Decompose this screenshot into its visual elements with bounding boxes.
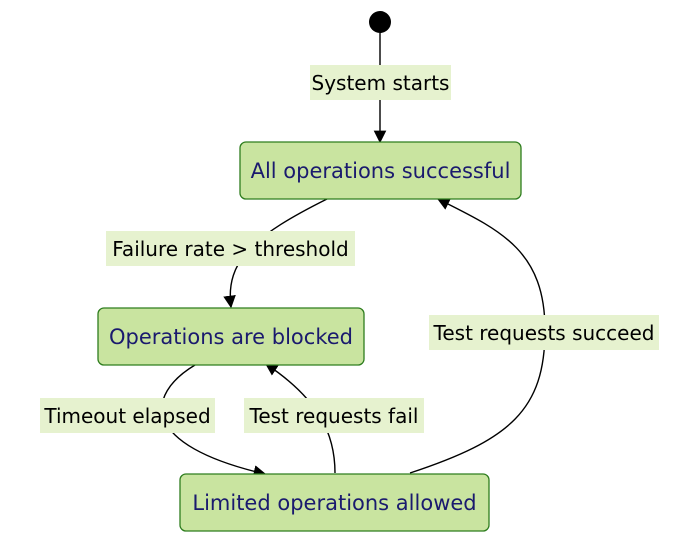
state-closed: All operations successful (239, 141, 522, 200)
state-half-open: Limited operations allowed (179, 473, 490, 532)
transition-label-failure: Failure rate > threshold (106, 231, 355, 266)
transition-label-timeout: Timeout elapsed (40, 398, 215, 433)
state-label-half-open: Limited operations allowed (192, 491, 476, 515)
transition-text-timeout: Timeout elapsed (43, 404, 210, 428)
transition-text-start: System starts (312, 71, 450, 95)
transition-label-fail: Test requests fail (244, 398, 424, 433)
state-label-open: Operations are blocked (109, 325, 353, 349)
state-open: Operations are blocked (97, 307, 365, 366)
transition-text-failure: Failure rate > threshold (112, 237, 348, 261)
transition-label-start: System starts (310, 65, 451, 100)
transition-text-succeed: Test requests succeed (433, 321, 655, 345)
transition-text-fail: Test requests fail (249, 404, 419, 428)
initial-state-dot (369, 11, 391, 33)
transition-label-succeed: Test requests succeed (429, 315, 659, 350)
state-label-closed: All operations successful (251, 159, 511, 183)
